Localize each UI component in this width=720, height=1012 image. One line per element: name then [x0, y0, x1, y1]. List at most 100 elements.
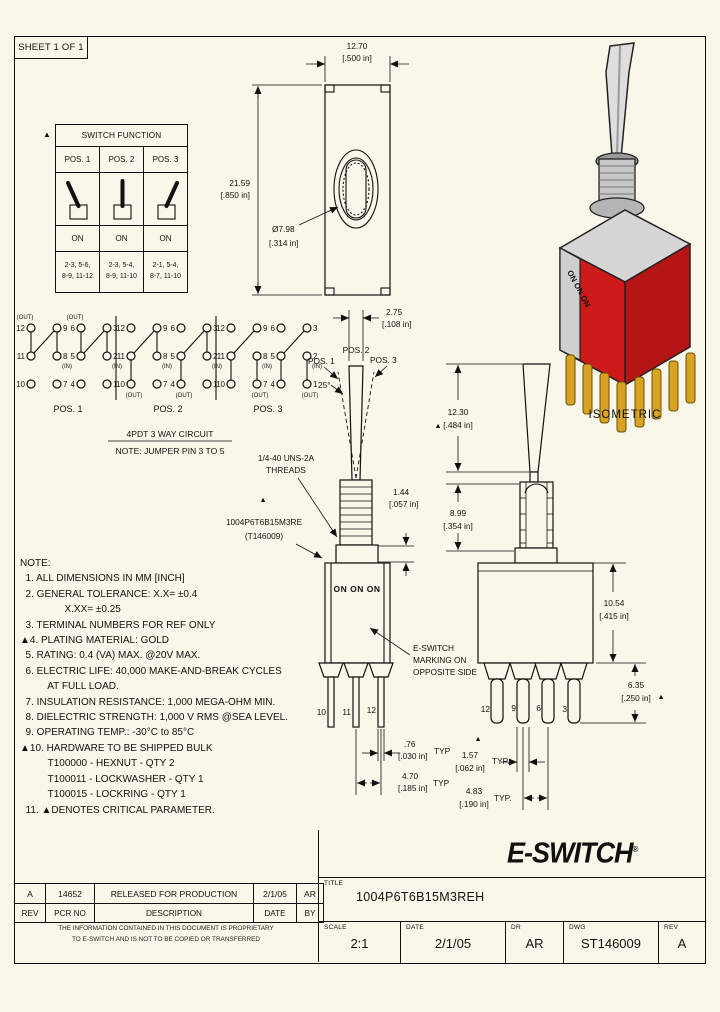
eswitch-logo: E-SWITCH®: [507, 837, 638, 869]
dim-side-pin-width-in: [.062 in]: [455, 763, 485, 773]
toggle-icon-pos3-cell: [143, 172, 188, 226]
dim-lever-width-mm: 2.75: [386, 307, 403, 317]
iso-pin: [668, 360, 679, 412]
side-bushing-flange: [514, 547, 558, 564]
side-pin-9: [516, 678, 530, 724]
pin-terminal: [76, 323, 86, 333]
position-label: POS. 3: [253, 404, 282, 414]
title-row: TITLE 1004P6T6B15M3REH: [319, 878, 705, 922]
dim-lever-mm: 12.30: [448, 407, 469, 417]
pcr-header: PCR NO: [45, 903, 95, 923]
pin-terminal: [202, 379, 212, 389]
out-label: (OUT): [302, 393, 319, 399]
pin-terminal: [302, 323, 312, 333]
pin-number: 8: [63, 352, 68, 361]
marking-note-line3: OPPOSITE SIDE: [413, 667, 478, 677]
dim-pin-width-typ: TYP: [434, 746, 451, 756]
marking-note-line2: MARKING ON: [413, 655, 466, 665]
critical-triangle-icon: ▲: [43, 130, 51, 139]
position-label: POS. 2: [153, 404, 182, 414]
pin-terminal: [76, 351, 86, 361]
pin-number: 5: [271, 352, 276, 361]
out-label: (OUT): [67, 315, 84, 321]
pin-number: 5: [171, 352, 176, 361]
front-bushing-flange: [335, 544, 379, 564]
pin-terminal: [76, 379, 86, 389]
side-pin-6: [541, 678, 555, 724]
pin-terminal: [126, 379, 136, 389]
front-pin12-label: 12: [367, 705, 377, 715]
pin-terminal: [176, 379, 186, 389]
pin-terminal: [302, 351, 312, 361]
rev-value: A: [677, 936, 687, 951]
pin-number: 6: [71, 324, 76, 333]
pin-diagram: 4PDT 3 WAY CIRCUIT NOTE: JUMPER PIN 3 TO…: [16, 315, 322, 456]
dim-side-pitch-in: [.190 in]: [459, 799, 489, 809]
iso-pin: [651, 368, 662, 420]
function-table-title: SWITCH FUNCTION: [55, 124, 188, 147]
top-view: 12.70 [.500 in] 21.59 [.850 in] Ø7.98 [.…: [220, 41, 409, 296]
title-label: TITLE: [324, 880, 344, 887]
toggle-center-icon: [112, 179, 132, 220]
in-label: (IN): [262, 364, 272, 370]
out-label: (OUT): [17, 315, 34, 321]
pin-terminal: [26, 379, 36, 389]
pin-number: 10: [216, 380, 225, 389]
pin-terminal: [252, 351, 262, 361]
pin-terminal: [126, 351, 136, 361]
notes: NOTE: 1. ALL DIMENSIONS IN MM [INCH] 2. …: [20, 558, 289, 816]
front-body: [324, 562, 391, 664]
side-pin3-label: 3: [562, 704, 567, 714]
critical-triangle-icon: ▲: [474, 734, 481, 743]
threads-note-line2: THREADS: [266, 465, 306, 475]
sheet-number-box: SHEET 1 OF 1: [14, 36, 88, 59]
dim-body-in: [.415 in]: [599, 611, 629, 621]
revision-table: A 14652 RELEASED FOR PRODUCTION 2/1/05 A…: [14, 883, 324, 923]
description-header: DESCRIPTION: [94, 903, 254, 923]
pin-terminal: [52, 323, 62, 333]
title-block: E-SWITCH® TITLE 1004P6T6B15M3REH SCALE 2…: [318, 830, 705, 963]
pin-number: 7: [263, 380, 268, 389]
date-value-cell: 2/1/05: [253, 883, 297, 904]
front-pin-11: [352, 676, 360, 728]
pin-number: 2: [313, 352, 318, 361]
iso-pin: [685, 352, 696, 404]
dim-flange-in: [.057 in]: [389, 499, 419, 509]
dim-topview-height-in: [.850 in]: [220, 190, 250, 200]
function-table: SWITCH FUNCTION POS. 1 POS. 2 POS. 3: [55, 124, 188, 293]
by-header: BY: [296, 903, 324, 923]
pin-terminal: [26, 351, 36, 361]
dim-topview-height-mm: 21.59: [229, 178, 250, 188]
pin-terminal: [102, 351, 112, 361]
rev-value-cell: A: [14, 883, 46, 904]
dim-pin-width-in: [.030 in]: [398, 751, 428, 761]
pin-terminal: [302, 379, 312, 389]
bushing-hole-outer: [333, 149, 379, 229]
front-pin11-label: 11: [342, 707, 351, 717]
top-view-body: [324, 84, 391, 296]
pin-number: 8: [163, 352, 168, 361]
toggle-icon-pos2-cell: [99, 172, 144, 226]
pin-terminal: [52, 351, 62, 361]
side-pin12-label: 12: [481, 704, 491, 714]
dim-topview-width-mm: 12.70: [347, 41, 368, 51]
front-view: 2.75 [.108 in] POS. 2 POS. 1 POS. 3 25° …: [226, 307, 478, 795]
dim-bushing-mm: 8.99: [450, 508, 467, 518]
function-col-pos3: POS. 3: [143, 146, 188, 173]
side-pin6-label: 6: [536, 703, 541, 713]
pin-number: 9: [163, 324, 168, 333]
dim-pin-width-mm: .76: [404, 739, 416, 749]
function-col-pos2: POS. 2: [99, 146, 144, 173]
pin-number: 12: [16, 324, 25, 333]
iso-pin: [599, 372, 610, 424]
pin-number: 5: [71, 352, 76, 361]
dim-hole-in: [.314 in]: [269, 238, 299, 248]
dim-lever-in: [.484 in]: [443, 420, 473, 430]
dim-side-pitch-typ: TYP.: [494, 793, 511, 803]
side-pin-12: [490, 678, 504, 724]
out-label: (OUT): [176, 393, 193, 399]
dim-pin-len-mm: 6.35: [628, 680, 645, 690]
dim-lever-width-in: [.108 in]: [382, 319, 412, 329]
